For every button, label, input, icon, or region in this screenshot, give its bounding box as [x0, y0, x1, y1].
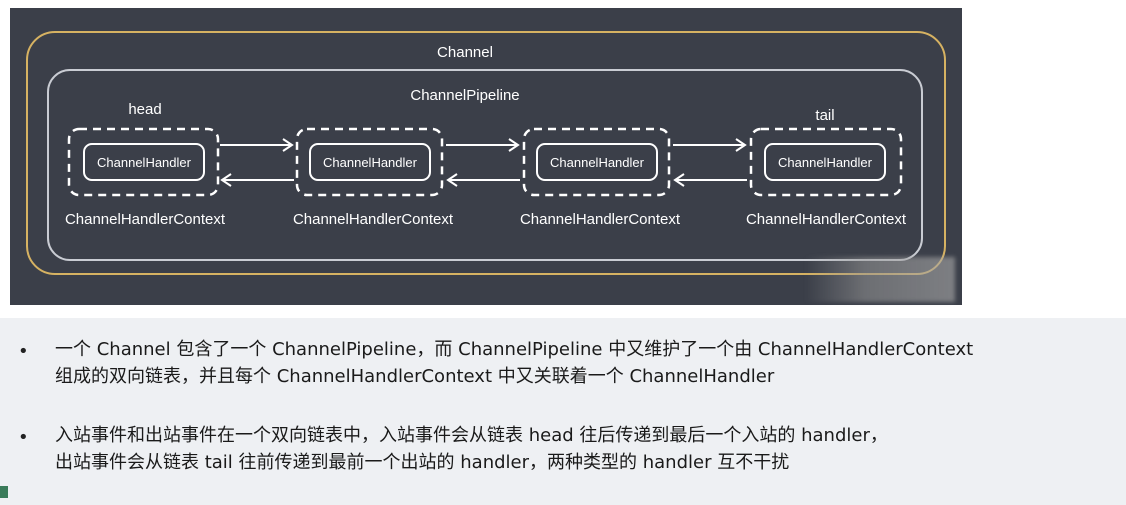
handler-box-4: [764, 143, 886, 181]
handler-label-2: ChannelHandler: [323, 155, 418, 170]
handler-label-3: ChannelHandler: [550, 155, 645, 170]
explanation-panel: • 一个 Channel 包含了一个 ChannelPipeline，而 Cha…: [0, 318, 1126, 505]
tail-label: tail: [815, 107, 834, 124]
context-node-3: ChannelHandler ChannelHandlerContext: [520, 127, 681, 228]
context-label-3: ChannelHandlerContext: [520, 211, 681, 228]
handler-label-1: ChannelHandler: [97, 155, 192, 170]
note-1-line-2: 组成的双向链表，并且每个 ChannelHandlerContext 中又关联着…: [55, 366, 775, 387]
forward-arrowhead-3: [735, 138, 747, 152]
forward-arrowhead-2: [508, 138, 520, 152]
blurred-watermark-patch: [805, 257, 955, 302]
backward-arrowhead-2: [446, 173, 458, 187]
backward-arrowhead-1: [220, 173, 232, 187]
context-node-1: ChannelHandler ChannelHandlerContext: [65, 127, 226, 228]
context-node-2: ChannelHandler ChannelHandlerContext: [293, 127, 454, 228]
head-label: head: [128, 101, 161, 118]
context-label-2: ChannelHandlerContext: [293, 211, 454, 228]
bullet-marker-2: •: [18, 427, 29, 448]
pipeline-box: [47, 69, 923, 261]
channel-box: [26, 31, 946, 275]
diagram-panel: Channel ChannelPipeline head tail Channe…: [10, 8, 962, 305]
backward-arrowhead-3: [673, 173, 685, 187]
channel-pipeline-diagram: Channel ChannelPipeline head tail Channe…: [26, 31, 946, 275]
handler-box-1: [83, 143, 205, 181]
context-node-4: ChannelHandler ChannelHandlerContext: [746, 127, 907, 228]
context-label-4: ChannelHandlerContext: [746, 211, 907, 228]
note-1-line-1: 一个 Channel 包含了一个 ChannelPipeline，而 Chann…: [55, 339, 974, 360]
handler-box-2: [309, 143, 431, 181]
note-2-line-2: 出站事件会从链表 tail 往前传递到最前一个出站的 handler，两种类型的…: [55, 452, 790, 473]
corner-marker: [0, 486, 8, 498]
pipeline-label: ChannelPipeline: [410, 87, 519, 104]
handler-label-4: ChannelHandler: [778, 155, 873, 170]
handler-box-3: [536, 143, 658, 181]
context-label-1: ChannelHandlerContext: [65, 211, 226, 228]
note-2-line-1: 入站事件和出站事件在一个双向链表中，入站事件会从链表 head 往后传递到最后一…: [55, 425, 888, 446]
channel-label: Channel: [437, 44, 493, 61]
forward-arrowhead-1: [282, 138, 294, 152]
bullet-marker-1: •: [18, 341, 29, 362]
